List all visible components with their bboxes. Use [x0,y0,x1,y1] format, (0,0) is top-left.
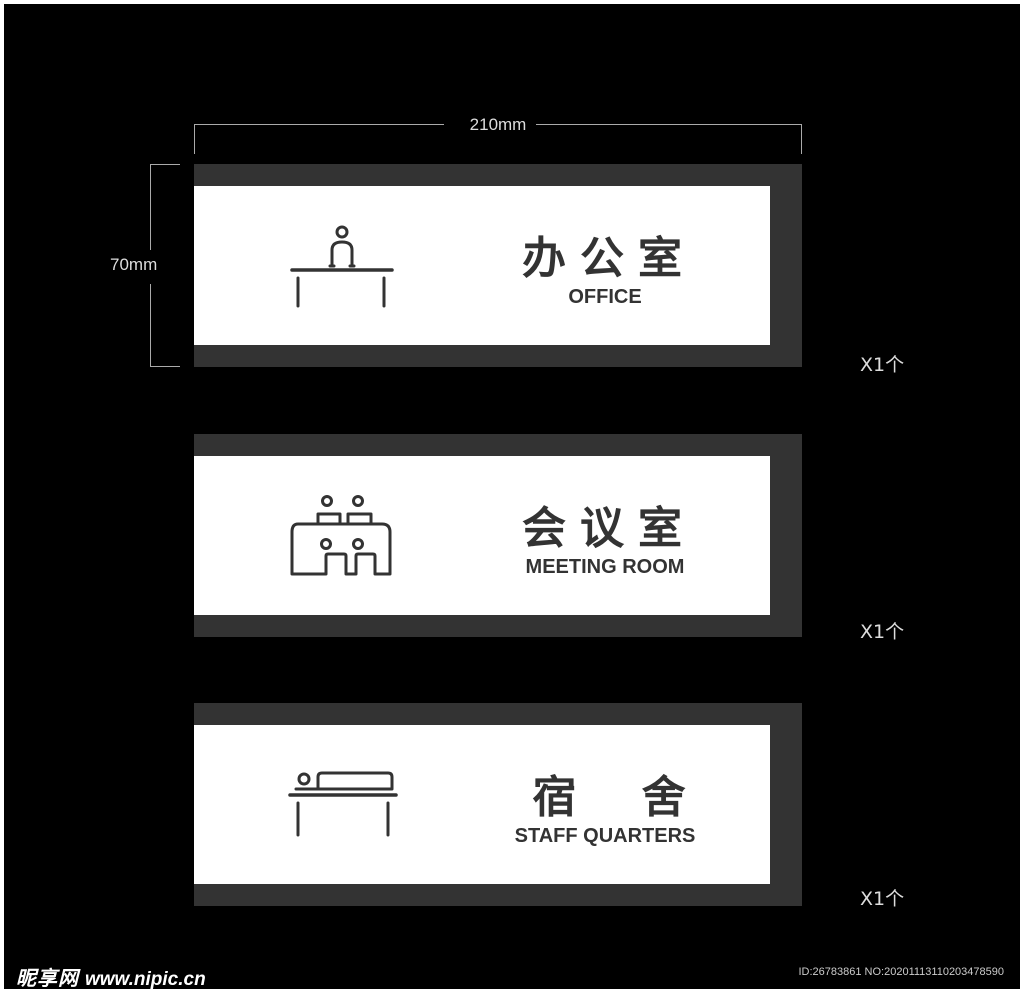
watermark-id: ID:26783861 NO:20201113110203478590 [798,966,1004,978]
bed-icon [288,771,398,837]
sign-face: 办公室 OFFICE [194,186,770,345]
quantity-label: X1个 [860,888,905,910]
sign-title-en: STAFF QUARTERS [514,825,696,847]
height-label: 70mm [110,255,158,274]
office-desk-person-icon [290,225,394,308]
sign-face: 会议室 MEETING ROOM [194,456,770,615]
watermark-logo: 昵享网 www.nipic.cn [16,962,206,991]
sign-title-en: OFFICE [568,286,642,308]
sign-title-cn: 宿 舍 [532,772,686,823]
sign-title-en: MEETING ROOM [525,556,685,578]
meeting-table-people-icon [290,495,392,576]
sign-office: 办公室 OFFICE [194,164,802,367]
sign-title-cn: 会议室 [522,503,696,554]
watermark-site-url: www.nipic.cn [85,969,206,990]
quantity-label: X1个 [860,354,905,376]
sign-staff-quarters: 宿 舍 STAFF QUARTERS [194,703,802,906]
sign-meeting-room: 会议室 MEETING ROOM [194,434,802,637]
height-dimension: 70mm [110,164,182,367]
watermark-site-cn: 昵享网 [16,966,79,990]
width-dimension: 210mm [194,115,802,154]
sign-title-cn: 办公室 [522,233,696,284]
width-label: 210mm [469,115,527,134]
sign-face: 宿 舍 STAFF QUARTERS [194,725,770,884]
quantity-label: X1个 [860,621,905,643]
